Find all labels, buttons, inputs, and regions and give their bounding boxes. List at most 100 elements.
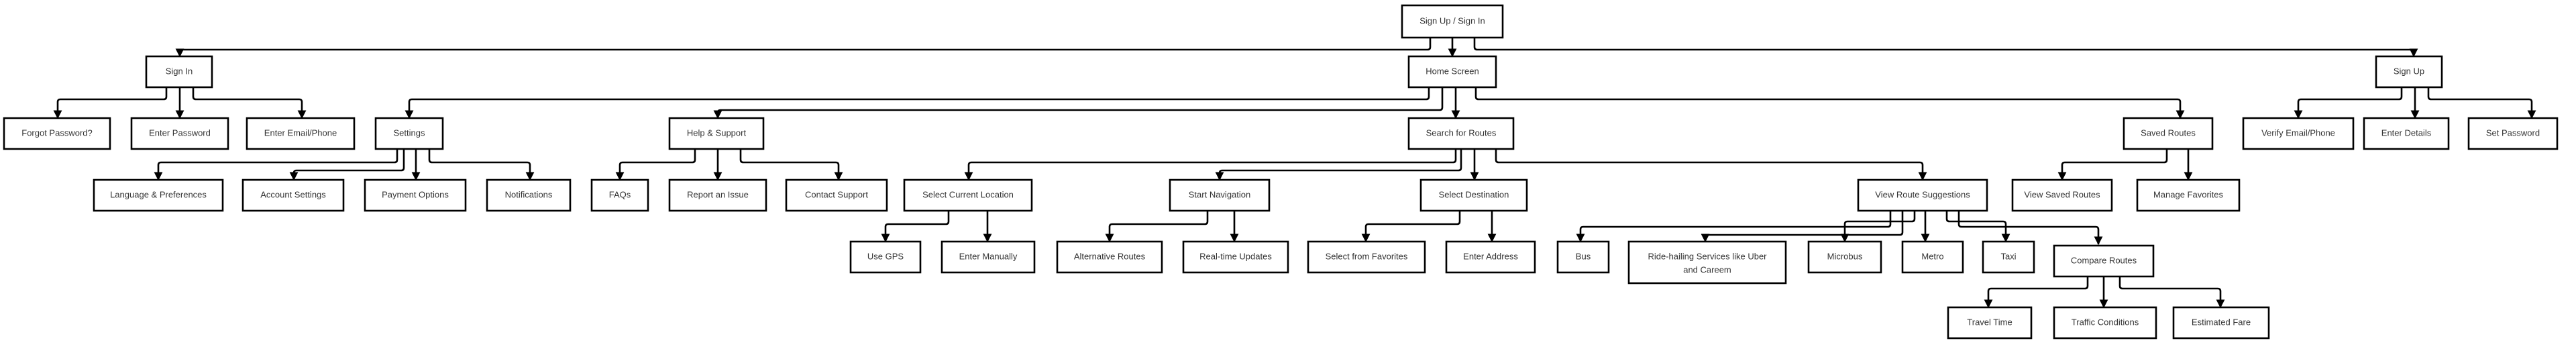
node-saved-routes: Saved Routes [2123,117,2214,150]
svg-text:Traffic Conditions: Traffic Conditions [2072,317,2139,327]
node-sign-in: Sign In [145,55,213,89]
node-estimated-fare: Estimated Fare [2172,306,2270,340]
node-bus: Bus [1556,240,1610,274]
svg-text:FAQs: FAQs [609,189,631,199]
svg-text:Notifications: Notifications [505,189,553,199]
connector-compare-travel-time [1984,276,2089,309]
svg-text:Set Password: Set Password [2486,128,2540,138]
node-language-preferences: Language & Preferences [93,178,224,212]
svg-text:Verify Email/Phone: Verify Email/Phone [2261,128,2335,138]
svg-text:Enter Details: Enter Details [2381,128,2432,138]
svg-text:Select Current Location: Select Current Location [922,189,1014,199]
svg-text:Enter Password: Enter Password [149,128,211,138]
node-enter-manually: Enter Manually [941,240,1036,274]
svg-text:Settings: Settings [394,128,425,138]
node-enter-email-phone: Enter Email/Phone [246,117,356,150]
svg-text:Select Destination: Select Destination [1439,189,1509,199]
node-view-saved-routes: View Saved Routes [2011,178,2113,212]
svg-text:Report an Issue: Report an Issue [687,189,749,199]
node-start-navigation: Start Navigation [1169,178,1271,212]
node-forgot-password: Forgot Password? [3,117,111,150]
connector-home-help-support [713,87,1444,119]
connector-settings-language [154,149,398,181]
node-sign-up: Sign Up [2375,55,2443,89]
node-microbus: Microbus [1807,240,1882,274]
node-taxi: Taxi [1982,240,2035,274]
connector-root-sign-in [175,38,1432,58]
node-set-password: Set Password [2467,117,2559,150]
node-enter-address: Enter Address [1445,240,1536,274]
svg-text:Enter Manually: Enter Manually [959,251,1018,261]
svg-text:Payment Options: Payment Options [382,189,449,199]
svg-text:Account Settings: Account Settings [260,189,326,199]
connector-help-faqs [615,149,696,181]
connector-sign-in-enter-email [192,87,307,119]
node-notifications: Notifications [486,178,572,212]
svg-text:Sign Up / Sign In: Sign Up / Sign In [1419,15,1485,26]
svg-text:View Route Suggestions: View Route Suggestions [1875,189,1970,199]
connector-root-sign-up [1473,38,2418,58]
connector-group [53,38,2536,309]
svg-text:Alternative Routes: Alternative Routes [1074,251,1146,261]
connector-suggestions-bus [1576,211,1892,243]
svg-text:Forgot Password?: Forgot Password? [21,128,93,138]
node-contact-support: Contact Support [785,178,888,212]
connector-suggestions-taxi [1945,211,2010,243]
svg-text:Estimated Fare: Estimated Fare [2192,317,2251,327]
node-manage-favorites: Manage Favorites [2136,178,2241,212]
node-realtime-updates: Real-time Updates [1182,240,1289,274]
svg-text:Compare Routes: Compare Routes [2071,255,2137,265]
svg-text:Use GPS: Use GPS [867,251,904,261]
connector-suggestions-compare [1957,211,2103,246]
node-verify-email-phone: Verify Email/Phone [2242,117,2355,150]
svg-text:Real-time Updates: Real-time Updates [1199,251,1272,261]
connector-sign-up-set-password [2427,87,2536,119]
connector-settings-account [289,149,405,181]
node-use-gps: Use GPS [849,240,922,274]
connector-home-settings [405,87,1430,119]
node-search-routes: Search for Routes [1407,117,1515,150]
connector-compare-fare [2118,276,2225,309]
svg-text:Start Navigation: Start Navigation [1189,189,1251,199]
node-traffic-conditions: Traffic Conditions [2053,306,2157,340]
connector-sign-in-forgot-password [53,87,168,119]
svg-text:Select from Favorites: Select from Favorites [1326,251,1408,261]
node-alternative-routes: Alternative Routes [1056,240,1163,274]
node-enter-password: Enter Password [130,117,229,150]
svg-text:Ride-hailing Services like Ube: Ride-hailing Services like Uber [1648,251,1767,261]
svg-text:View Saved Routes: View Saved Routes [2024,189,2100,199]
svg-text:Home Screen: Home Screen [1426,66,1479,76]
svg-text:Help & Support: Help & Support [687,128,747,138]
connector-navigation-alternative [1105,211,1209,243]
svg-text:Enter Address: Enter Address [1463,251,1518,261]
node-enter-details: Enter Details [2363,117,2450,150]
connector-sign-up-verify [2294,87,2403,119]
node-sign-up-sign-in: Sign Up / Sign In [1401,4,1504,39]
connector-home-saved-routes [1474,87,2185,119]
svg-text:Travel Time: Travel Time [1967,317,2012,327]
node-metro: Metro [1901,240,1964,274]
connector-suggestions-ride-hailing [1701,211,1904,243]
svg-text:Enter Email/Phone: Enter Email/Phone [264,128,337,138]
node-home-screen: Home Screen [1407,55,1497,89]
node-help-support: Help & Support [668,117,765,150]
connector-destination-favorites [1361,211,1461,243]
node-select-destination: Select Destination [1419,178,1528,212]
node-payment-options: Payment Options [364,178,467,212]
svg-text:Bus: Bus [1576,251,1591,261]
svg-text:Microbus: Microbus [1827,251,1863,261]
connector-saved-view-saved [2057,149,2168,181]
connector-suggestions-microbus [1840,211,1916,243]
svg-text:Contact Support: Contact Support [805,189,868,199]
svg-text:Manage Favorites: Manage Favorites [2153,189,2224,199]
node-settings: Settings [374,117,444,150]
svg-text:Taxi: Taxi [2000,251,2016,261]
connector-search-view-suggestions [1495,149,1927,181]
connector-search-start-navigation [1215,149,1462,181]
connector-help-contact [739,149,843,181]
svg-text:Sign In: Sign In [166,66,193,76]
svg-text:Saved Routes: Saved Routes [2141,128,2196,138]
svg-text:Language & Preferences: Language & Preferences [110,189,207,199]
